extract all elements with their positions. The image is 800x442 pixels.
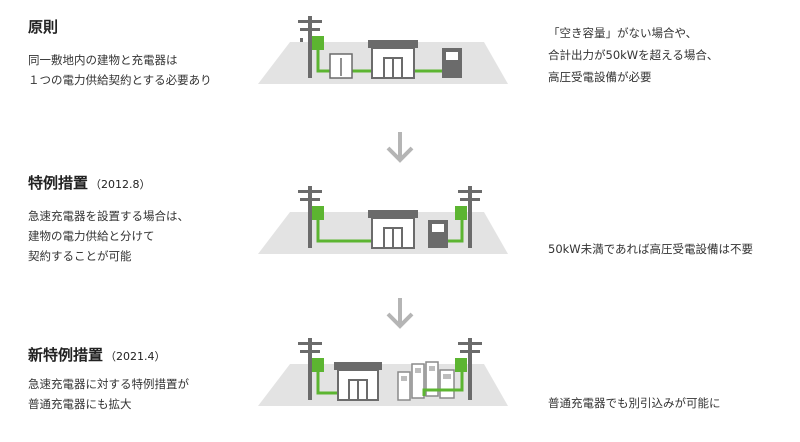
description-line: １つの電力供給契約とする必要あり	[28, 73, 212, 87]
title-subtitle: （2012.8）	[90, 178, 151, 191]
description-line: 急速充電器を設置する場合は、	[28, 209, 189, 223]
utility-pole-icon	[298, 186, 324, 248]
section-note: 50kW未満であれば高圧受電設備は不要	[548, 238, 753, 260]
down-arrow-icon	[386, 132, 414, 163]
normal-charger-icon	[439, 369, 455, 399]
down-arrow-icon	[386, 298, 414, 329]
title-text: 新特例措置	[28, 346, 104, 364]
description-line: 急速充電器に対する特例措置が	[28, 377, 189, 391]
normal-charger-icon	[397, 371, 411, 401]
title-subtitle: （2021.4）	[105, 350, 166, 363]
note-line: 高圧受電設備が必要	[548, 70, 652, 84]
building-icon	[368, 40, 418, 79]
diagram-special-2012	[258, 186, 508, 254]
note-line: 普通充電器でも別引込みが可能に	[548, 396, 721, 410]
power-line	[316, 220, 374, 243]
description-line: 同一敷地内の建物と充電器は	[28, 53, 178, 67]
substation-icon	[329, 53, 353, 79]
note-line: 50kW未満であれば高圧受電設備は不要	[548, 242, 754, 256]
normal-charger-icon	[411, 363, 425, 399]
section-title: 新特例措置（2021.4）	[28, 344, 166, 365]
section-title: 特例措置（2012.8）	[28, 172, 151, 193]
normal-charger-icon	[425, 361, 439, 397]
description-line: 建物の電力供給と分けて	[28, 229, 155, 243]
title-text: 原則	[28, 18, 59, 36]
section-description: 急速充電器に対する特例措置が 普通充電器にも拡大	[28, 374, 189, 414]
utility-pole-icon	[298, 16, 324, 78]
utility-pole-icon	[298, 338, 324, 400]
section-title: 原則	[28, 16, 60, 37]
utility-pole-icon	[455, 338, 482, 400]
diagram-special-2021	[258, 338, 508, 406]
power-line	[422, 372, 464, 396]
section-note: 「空き容量」がない場合や、 合計出力が50kWを超える場合、 高圧受電設備が必要	[548, 22, 718, 88]
power-line	[316, 372, 342, 395]
section-note: 普通充電器でも別引込みが可能に	[548, 392, 721, 414]
quick-charger-icon	[442, 48, 462, 78]
utility-pole-icon	[455, 186, 482, 248]
description-line: 普通充電器にも拡大	[28, 397, 132, 411]
building-icon	[368, 210, 418, 249]
title-text: 特例措置	[28, 174, 89, 192]
section-description: 急速充電器を設置する場合は、 建物の電力供給と分けて 契約することが可能	[28, 206, 189, 266]
power-line	[448, 220, 464, 243]
section-description: 同一敷地内の建物と充電器は １つの電力供給契約とする必要あり	[28, 50, 212, 90]
building-icon	[334, 362, 382, 401]
quick-charger-icon	[428, 220, 448, 248]
note-line: 合計出力が50kWを超える場合、	[548, 48, 719, 62]
diagram-principle	[258, 16, 508, 84]
note-line: 「空き容量」がない場合や、	[548, 26, 698, 40]
description-line: 契約することが可能	[28, 249, 132, 263]
